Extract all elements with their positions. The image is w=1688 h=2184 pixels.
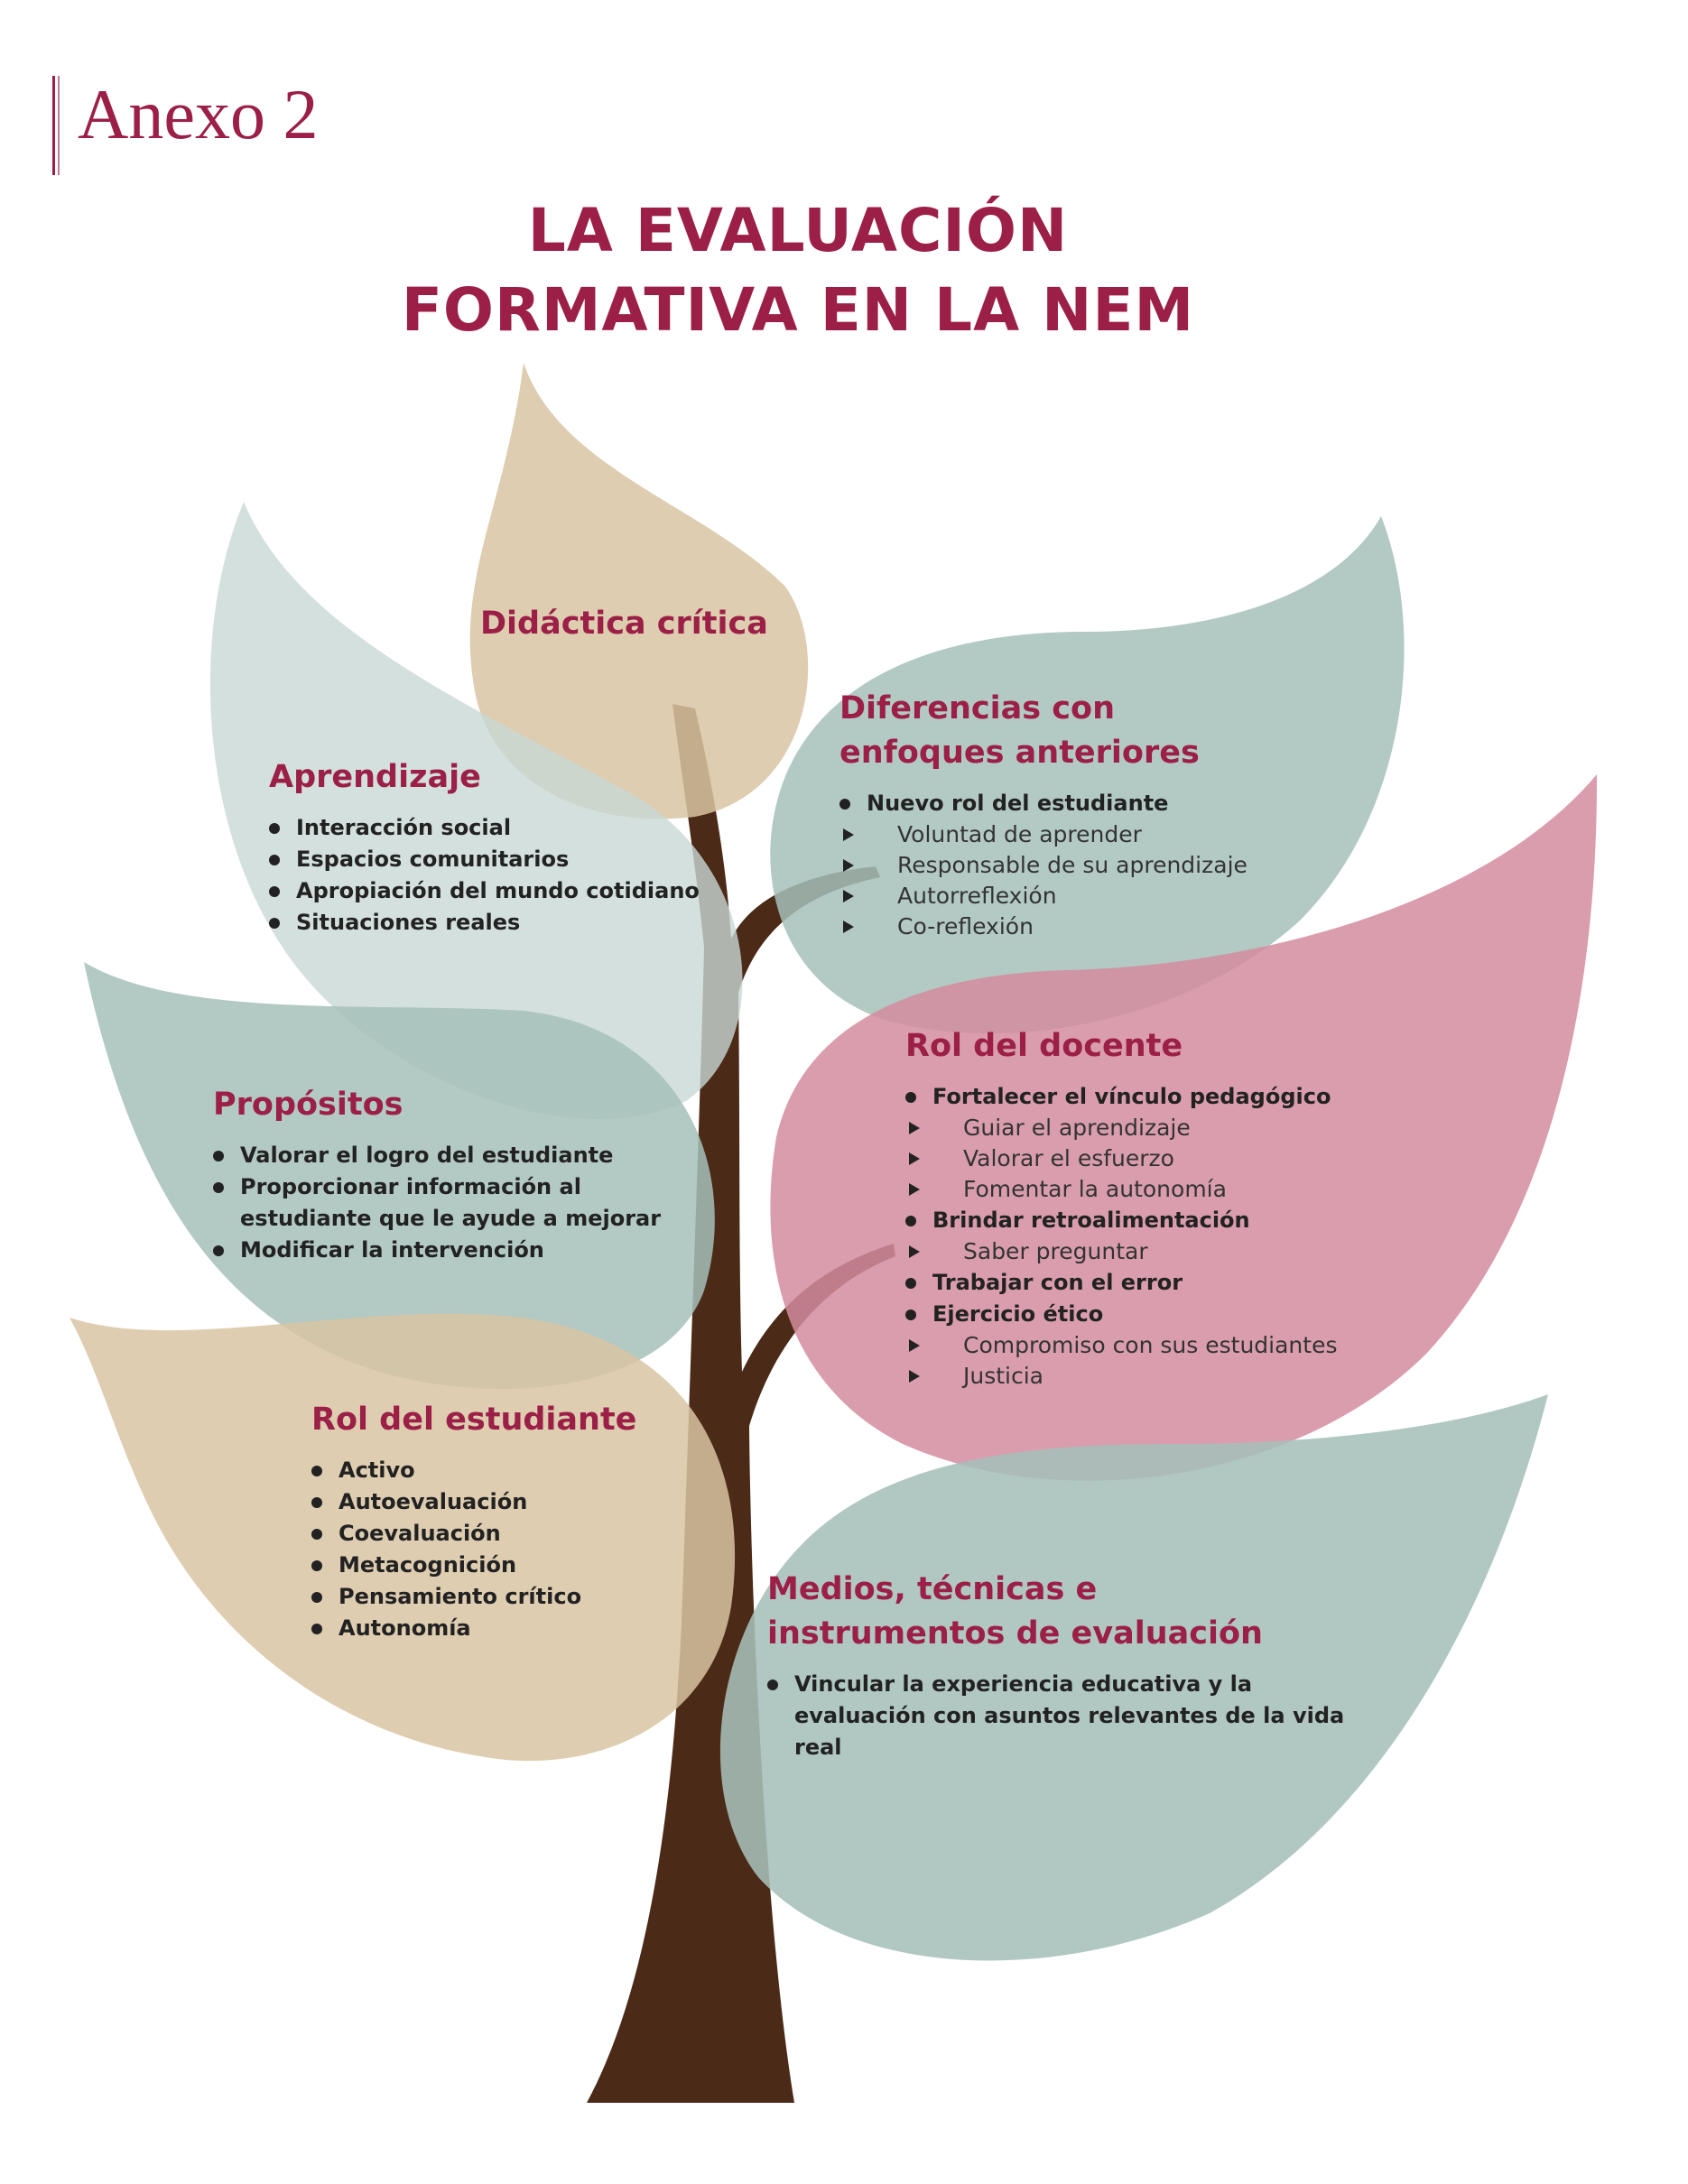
leaf-heading-line: Propósitos — [213, 1087, 403, 1123]
bullet-item: Fortalecer el vínculo pedagógico — [905, 1081, 1465, 1113]
leaf-aprendizaje — [209, 502, 743, 1120]
leaf-medios — [719, 1394, 1548, 1961]
bullet-item: Coevaluación — [311, 1518, 727, 1550]
tree-trunk — [587, 704, 895, 2103]
bullet-item: Activo — [311, 1455, 727, 1486]
leaf-heading-line: enfoques anteriores — [839, 735, 1200, 771]
sub-bullet-item: Fomentar la autonomía — [905, 1174, 1465, 1205]
bullet-item: Brindar retroalimentación — [905, 1205, 1465, 1236]
sub-bullet-item: Guiar el aprendizaje — [905, 1113, 1465, 1143]
leaf-estudiante — [70, 1313, 736, 1762]
bullet-item: Modificar la intervención — [213, 1235, 719, 1266]
page-title: LA EVALUACIÓN FORMATIVA EN LA NEM — [0, 191, 1596, 350]
annex-divider-thin — [58, 76, 60, 175]
leaf-heading: Rol del docente — [905, 1024, 1465, 1069]
title-line-2: FORMATIVA EN LA NEM — [401, 275, 1195, 345]
sub-bullet-item: Compromiso con sus estudiantes — [905, 1330, 1465, 1361]
leaf-heading: Aprendizaje — [269, 755, 774, 800]
sub-bullet-item: Saber preguntar — [905, 1236, 1465, 1267]
leaf-heading-line: Didáctica crítica — [480, 606, 768, 642]
leaf-heading: Diferencias con enfoques anteriores — [839, 687, 1381, 775]
bullet-item: Metacognición — [311, 1550, 727, 1581]
leaf-heading: Medios, técnicas e instrumentos de evalua… — [767, 1568, 1345, 1656]
sub-bullet-item: Co-reflexión — [839, 912, 1381, 942]
bullet-item: Proporcionar información al estudiante q… — [213, 1171, 719, 1235]
bullet-item: Trabajar con el error — [905, 1267, 1465, 1299]
leaf-didactica — [469, 363, 809, 819]
leaf-didactica-text: Didáctica crítica — [480, 602, 841, 659]
sub-bullet-item: Responsable de su aprendizaje — [839, 850, 1381, 881]
leaf-heading-line: Aprendizaje — [269, 759, 481, 795]
bullet-item: Nuevo rol del estudiante — [839, 788, 1381, 819]
sub-bullet-item: Valorar el esfuerzo — [905, 1143, 1465, 1174]
title-line-1: LA EVALUACIÓN — [527, 196, 1069, 265]
leaf-heading-line: instrumentos de evaluación — [767, 1615, 1263, 1652]
leaf-heading-line: Rol del docente — [905, 1028, 1183, 1064]
bullet-item: Autonomía — [311, 1613, 727, 1644]
leaf-propositos — [84, 962, 715, 1390]
bullet-item: Apropiación del mundo cotidiano — [269, 875, 774, 907]
annex-divider — [52, 76, 55, 175]
leaf-medios-text: Medios, técnicas e instrumentos de evalua… — [767, 1568, 1345, 1763]
bullet-item: Espacios comunitarios — [269, 844, 774, 875]
leaf-heading: Propósitos — [213, 1083, 719, 1127]
bullet-item: Vincular la experiencia educativa y la e… — [767, 1669, 1345, 1763]
leaf-diferencias — [770, 516, 1405, 1034]
leaf-heading-line: Rol del estudiante — [311, 1402, 637, 1438]
sub-bullet-item: Voluntad de aprender — [839, 819, 1381, 850]
leaf-heading: Rol del estudiante — [311, 1398, 727, 1442]
sub-bullet-item: Autorreflexión — [839, 881, 1381, 912]
annex-label: Anexo 2 — [78, 75, 319, 153]
bullet-item: Autoevaluación — [311, 1486, 727, 1518]
leaf-heading-line: Medios, técnicas e — [767, 1571, 1098, 1607]
bullet-item: Valorar el logro del estudiante — [213, 1140, 719, 1171]
leaf-heading: Didáctica crítica — [480, 602, 841, 646]
bullet-item: Situaciones reales — [269, 907, 774, 939]
leaf-docente — [770, 774, 1598, 1481]
sub-bullet-item: Justicia — [905, 1361, 1465, 1392]
bullet-item: Interacción social — [269, 812, 774, 844]
leaf-heading-line: Diferencias con — [839, 690, 1116, 726]
bullet-item: Pensamiento crítico — [311, 1581, 727, 1613]
bullet-item: Ejercicio ético — [905, 1299, 1465, 1330]
